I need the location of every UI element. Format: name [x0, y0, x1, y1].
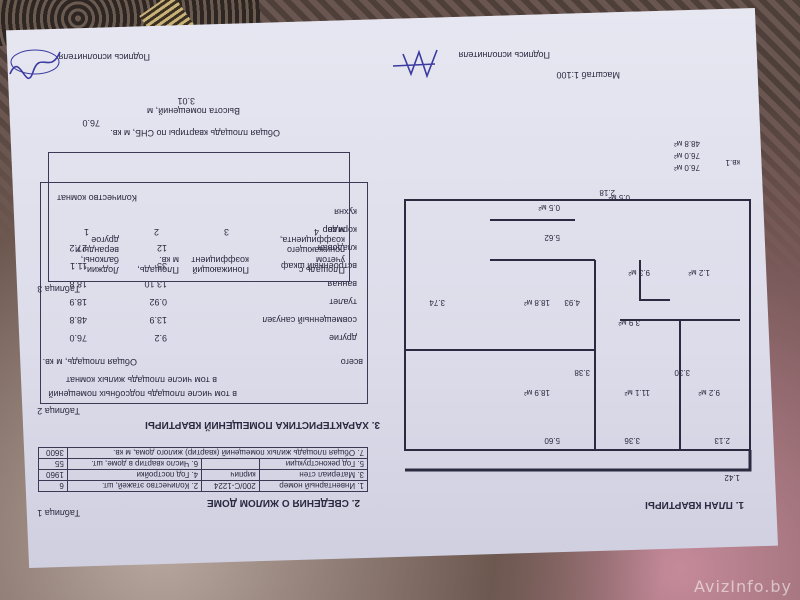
signature-image-2 — [385, 46, 445, 80]
plan-dim: 3.30 — [674, 368, 690, 377]
plan-dim: 2.13 — [714, 436, 730, 445]
plan-room-3: 1.2 м² — [688, 268, 710, 277]
plan-room-4: 9.2 м² — [698, 388, 720, 397]
plan-area: 76.0 м² — [674, 151, 700, 160]
plan-dim: 4.93 — [564, 298, 580, 307]
plan-room-7: 18.8 м² — [524, 298, 550, 307]
plan-dim: 3.74 — [429, 298, 445, 307]
plan-room-5: 11.1 м² — [624, 388, 650, 397]
plan-area: 48.8 м² — [674, 139, 700, 148]
plan-dim: 5.62 — [544, 233, 560, 242]
plan-room-10: 0.5 м² — [608, 193, 630, 202]
plan-room-8: 0.5 м² — [538, 203, 560, 212]
plan-dim: 3.36 — [624, 436, 640, 445]
plan-apartment: кв.1 — [725, 158, 740, 167]
plan-area: 76.0 м² — [674, 163, 700, 172]
document-sheet — [6, 8, 778, 568]
plan-dim: 1.42 — [724, 473, 740, 482]
plan-dim: 3.38 — [574, 368, 590, 377]
watermark: AvizInfo.by — [693, 577, 792, 596]
plan-dim: 2.18 — [599, 188, 615, 197]
plan-dim: 5.60 — [544, 436, 560, 445]
plan-room-2: 3.9 м² — [618, 318, 640, 327]
signature-image — [5, 46, 65, 80]
plan-room-1: 9.3 м² — [628, 268, 650, 277]
plan-room-6: 18.9 м² — [524, 388, 550, 397]
